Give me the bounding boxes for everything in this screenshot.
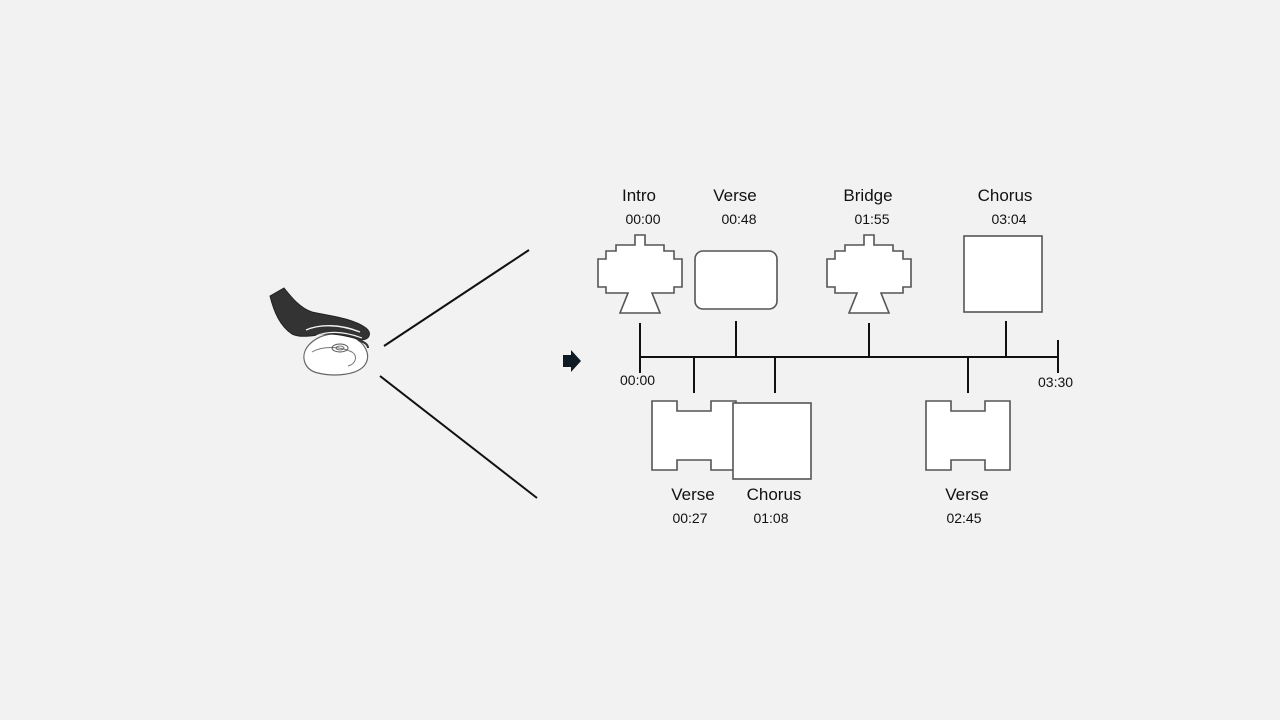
section-marker: Verse 00:48	[694, 186, 778, 357]
arrow-right-icon	[563, 350, 581, 372]
section-time: 00:27	[672, 510, 707, 526]
section-name: Chorus	[978, 186, 1033, 205]
section-time: 01:55	[854, 211, 889, 227]
section-name: Verse	[713, 186, 756, 205]
timeline-start-label: 00:00	[620, 372, 655, 388]
section-name: Verse	[671, 485, 714, 504]
section-marker: Chorus 03:04	[963, 186, 1043, 357]
section-time: 03:04	[991, 211, 1026, 227]
square-icon	[963, 235, 1043, 313]
section-name: Intro	[622, 186, 656, 205]
section-name: Chorus	[747, 485, 802, 504]
notched-block-icon	[925, 400, 1011, 471]
section-markers: Intro00:00Verse00:27Verse00:48Chorus01:0…	[597, 186, 1043, 526]
timeline-end-label: 03:30	[1038, 374, 1073, 390]
section-marker: Verse 02:45	[925, 358, 1011, 526]
section-time: 02:45	[946, 510, 981, 526]
projection-line-lower	[379, 375, 538, 499]
hand-on-mouse-icon	[269, 287, 370, 376]
section-marker: Verse 00:27	[651, 358, 737, 526]
section-name: Bridge	[843, 186, 892, 205]
section-marker: Chorus 01:08	[732, 358, 812, 526]
monitor-icon	[597, 234, 683, 314]
projection-line-upper	[383, 249, 530, 347]
section-marker: Bridge 01:55	[826, 186, 912, 357]
monitor-icon	[826, 234, 912, 314]
rounded-rect-icon	[694, 250, 778, 310]
notched-block-icon	[651, 400, 737, 471]
section-time: 01:08	[753, 510, 788, 526]
section-time: 00:48	[721, 211, 756, 227]
section-name: Verse	[945, 485, 988, 504]
square-icon	[732, 402, 812, 480]
section-time: 00:00	[625, 211, 660, 227]
section-marker: Intro 00:00	[597, 186, 683, 357]
